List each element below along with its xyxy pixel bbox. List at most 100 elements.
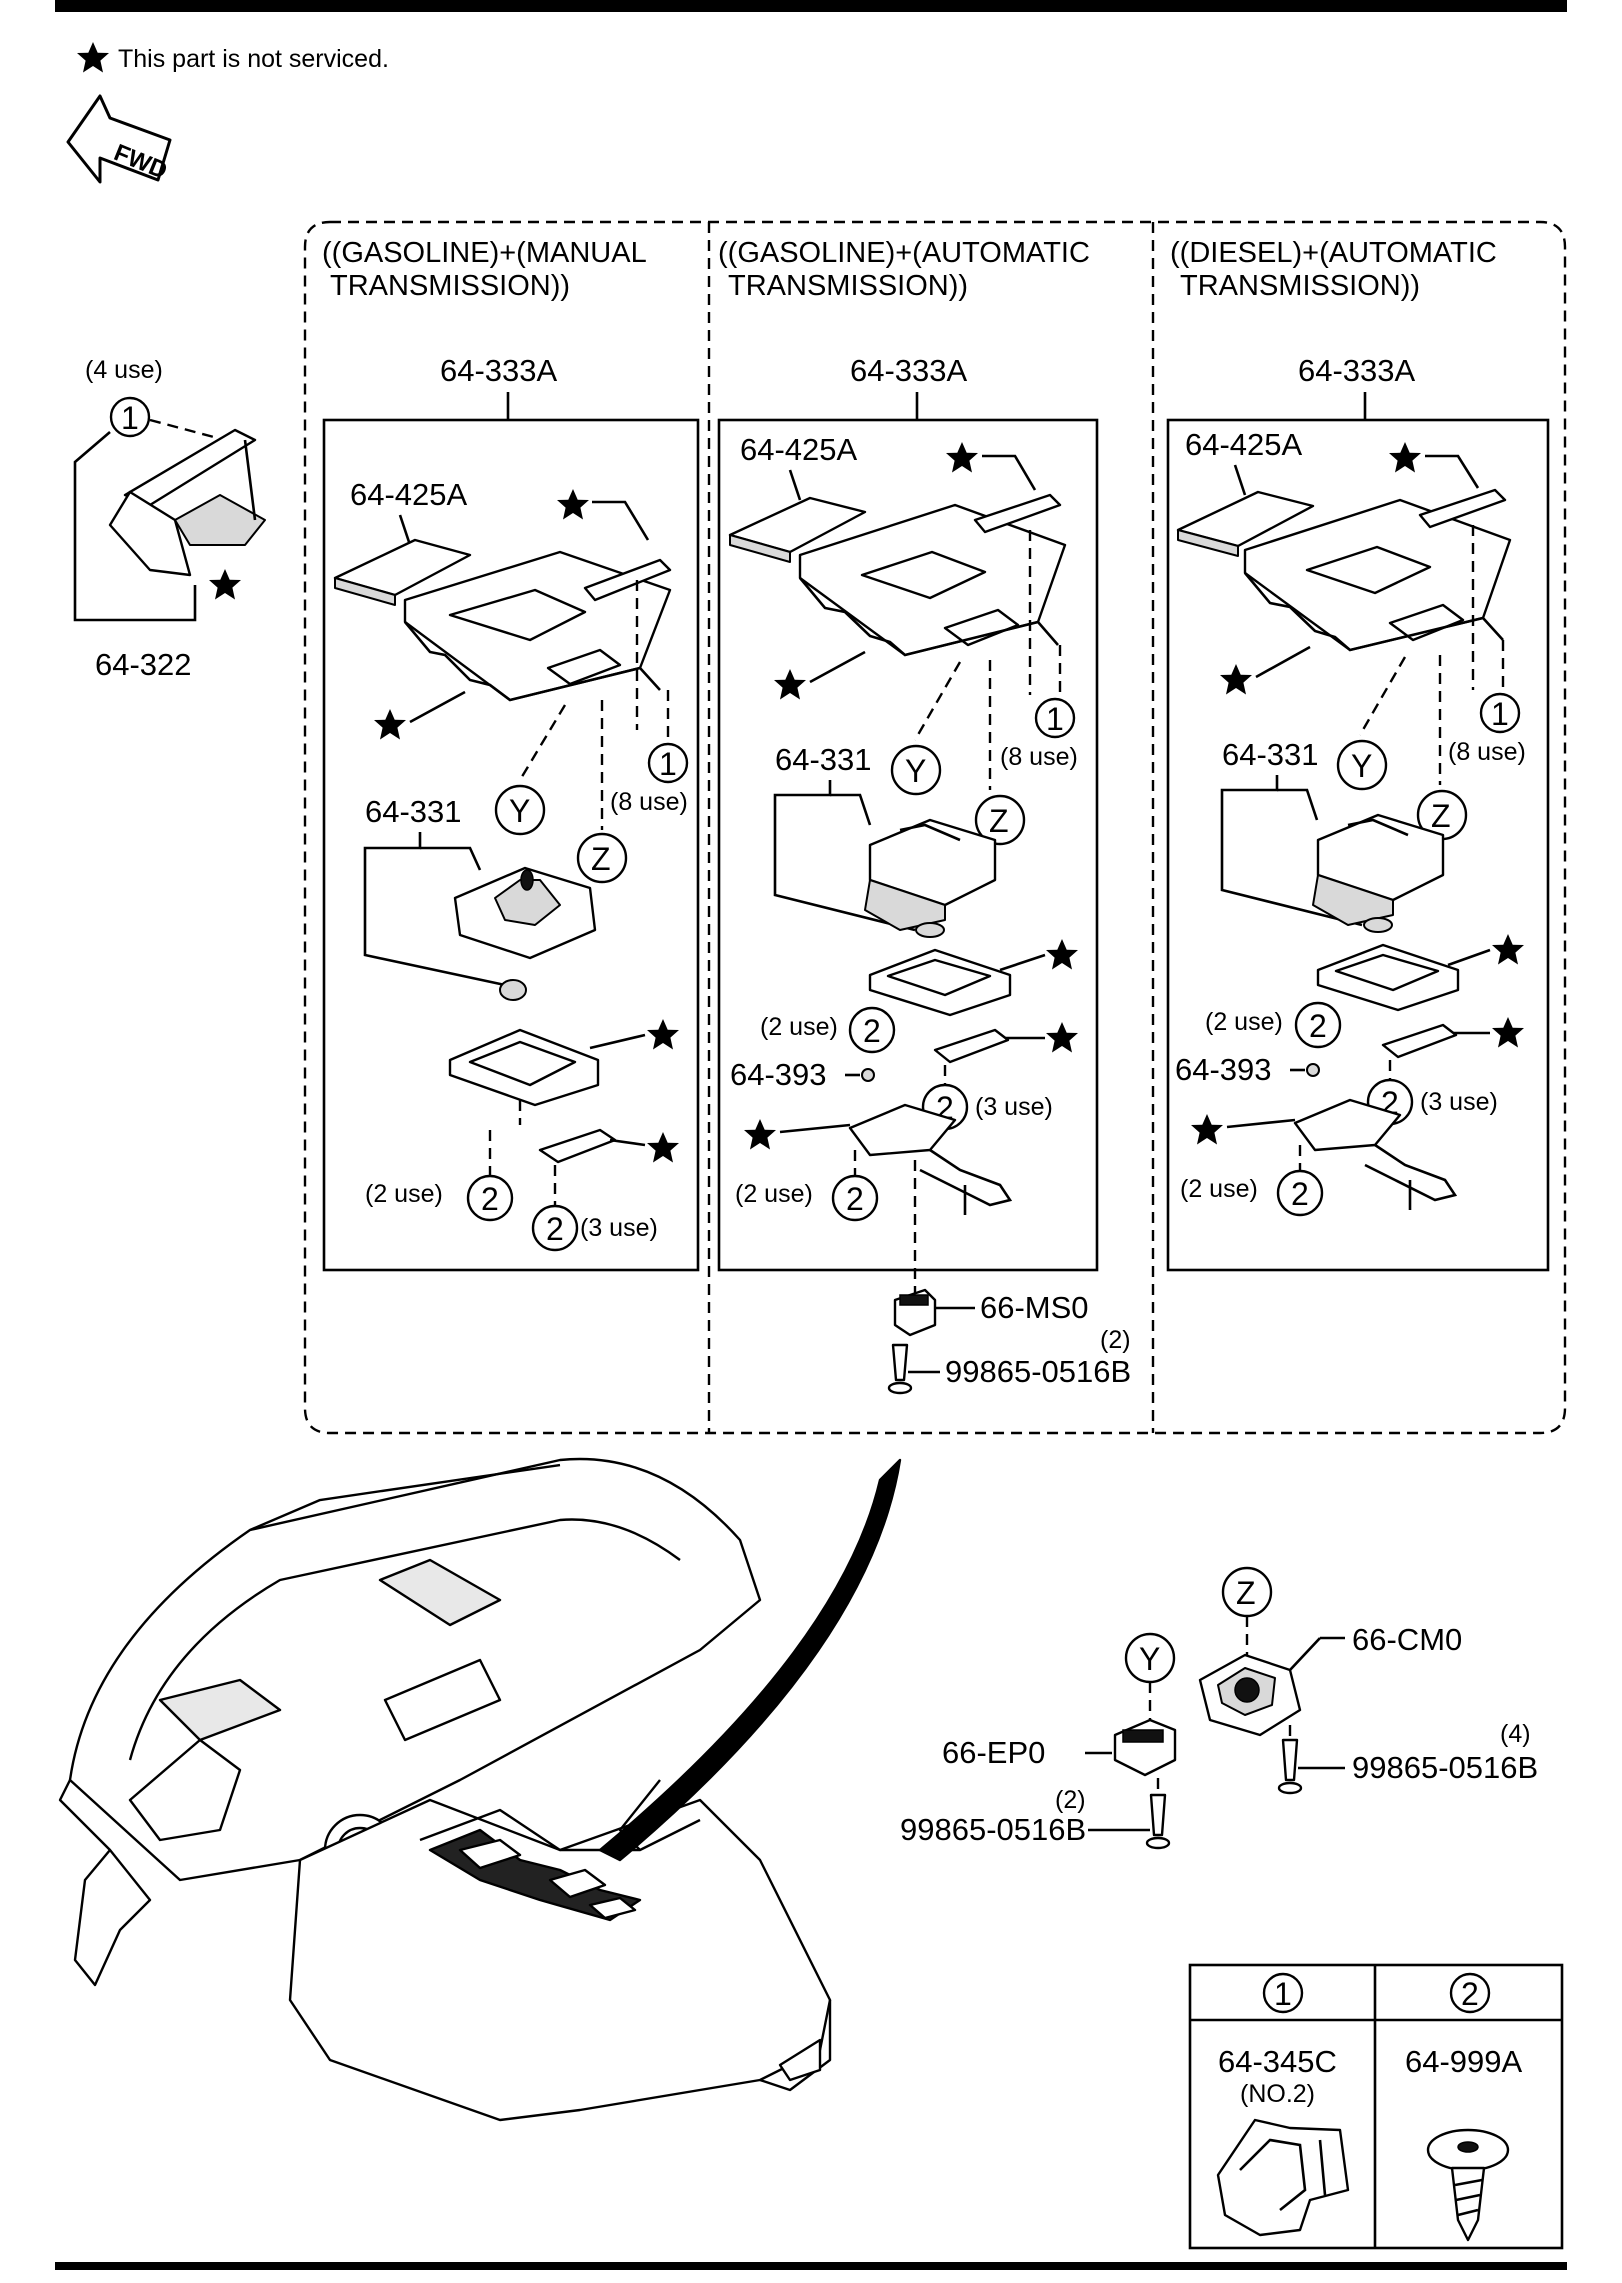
callout-one	[109, 396, 151, 438]
panel-gasoline-manual: ((GASOLINE)+(MANUAL TRANSMISSION)) 64-33…	[322, 237, 700, 1272]
panel-header-line2: TRANSMISSION))	[1180, 270, 1420, 302]
top-rule	[55, 0, 1567, 12]
screw-use-a: (2 use)	[1205, 1008, 1283, 1036]
trim-clip-strip	[973, 493, 1062, 534]
assembly-box	[717, 418, 1099, 1272]
knob-cap	[1306, 1063, 1320, 1077]
callout-two-label: 2	[863, 1013, 881, 1049]
panel-gasoline-automatic: ((GASOLINE)+(AUTOMATIC TRANSMISSION)) 64…	[717, 237, 1131, 1395]
star-icon	[647, 1132, 679, 1163]
assembly-number: 64-333A	[1298, 353, 1416, 388]
panel-header-line2: TRANSMISSION))	[728, 270, 968, 302]
shift-boot-number: 64-331	[775, 742, 872, 777]
legend-part-1: 64-345C	[1218, 2044, 1337, 2079]
star-icon	[774, 669, 806, 700]
variant-frame	[303, 220, 1567, 1435]
callout-two	[831, 1174, 879, 1222]
star-icon	[374, 709, 406, 740]
assembly-number: 64-333A	[440, 353, 558, 388]
legend-key-1-label: 1	[1274, 1976, 1292, 2012]
callout-z	[974, 794, 1026, 846]
legend-key-2-label: 2	[1461, 1976, 1479, 2012]
knob-cap	[861, 1068, 875, 1082]
star-icon	[1492, 934, 1524, 965]
commander-number: 66-CM0	[1352, 1622, 1462, 1657]
assembly-box	[1166, 418, 1550, 1272]
switch-qty: (2)	[1100, 1326, 1131, 1354]
callout-z-label: Z	[1236, 1575, 1256, 1611]
switch-screw: 99865-0516B	[945, 1354, 1131, 1389]
commander-screw: 99865-0516B	[1352, 1750, 1538, 1785]
callout-y-label: Y	[905, 753, 926, 789]
screw-use-c: (2 use)	[1180, 1175, 1258, 1203]
screw-use-b: (3 use)	[1420, 1088, 1498, 1116]
star-icon	[1389, 442, 1421, 473]
grommet	[499, 979, 527, 1001]
callout-one-label: 1	[659, 746, 677, 782]
callout-two-label: 2	[546, 1211, 564, 1247]
cover-number: 64-425A	[740, 432, 858, 467]
shift-boot-number: 64-331	[365, 794, 462, 829]
cover-number: 64-425A	[1185, 427, 1303, 462]
callout-two	[466, 1174, 514, 1222]
legend-part-2: 64-999A	[1405, 2044, 1523, 2079]
screw-use-a: (2 use)	[365, 1180, 443, 1208]
star-icon	[1220, 664, 1252, 695]
star-icon	[647, 1019, 679, 1050]
callout-y-label: Y	[509, 793, 530, 829]
clip-use-count: (8 use)	[1000, 743, 1078, 771]
callout-two-label: 2	[481, 1181, 499, 1217]
callout-one-label: 1	[1491, 696, 1509, 732]
cover-number: 64-425A	[350, 477, 468, 512]
epb-screw: 99865-0516B	[900, 1812, 1086, 1847]
callout-y-label: Y	[1351, 748, 1372, 784]
callout-z	[576, 832, 628, 884]
star-icon	[744, 1119, 776, 1150]
screw-use-a: (2 use)	[760, 1013, 838, 1041]
epb-qty: (2)	[1055, 1786, 1086, 1814]
star-icon	[946, 442, 978, 473]
callout-y-label: Y	[1139, 1641, 1160, 1677]
left-trim-part: (4 use) 1 64-322	[73, 356, 266, 682]
shift-boot-number: 64-331	[1222, 737, 1319, 772]
clip-use-count: (8 use)	[1448, 738, 1526, 766]
fwd-arrow-icon: FWD	[66, 94, 172, 185]
bottom-rule	[55, 2262, 1567, 2270]
assembly-box	[322, 418, 700, 1272]
grommet	[1363, 917, 1393, 933]
epb-number: 66-EP0	[942, 1735, 1045, 1770]
star-icon	[1046, 1022, 1078, 1053]
callout-two	[531, 1204, 579, 1252]
callout-y	[494, 784, 546, 836]
lower-parts: Z 66-CM0 (4) 99865-0516B Y 66-EP0 (2) 99…	[900, 1566, 1538, 1850]
panel-header-line1: ((GASOLINE)+(AUTOMATIC	[718, 237, 1090, 269]
callout-y	[1336, 739, 1388, 791]
callout-two-label: 2	[1309, 1008, 1327, 1044]
star-icon	[1492, 1017, 1524, 1048]
screw-use-b: (3 use)	[580, 1214, 658, 1242]
clip-use-count: (8 use)	[610, 788, 688, 816]
callout-one-label: 1	[121, 400, 139, 436]
star-icon	[1191, 1114, 1223, 1145]
callout-z-label: Z	[989, 803, 1009, 839]
callout-two	[848, 1006, 896, 1054]
callout-z-label: Z	[591, 841, 611, 877]
legend-part-1-sub: (NO.2)	[1240, 2080, 1315, 2108]
not-serviced-note: This part is not serviced.	[118, 45, 389, 73]
knob-number: 64-393	[1175, 1052, 1272, 1087]
legend-key-2	[1449, 1972, 1491, 2014]
legend-table: 1 2 64-345C (NO.2) 64-999A	[1188, 1963, 1564, 2250]
star-icon	[209, 569, 241, 600]
star-icon	[557, 489, 589, 520]
screw-use-b: (3 use)	[975, 1093, 1053, 1121]
callout-y	[890, 744, 942, 796]
callout-one	[1479, 692, 1521, 734]
callout-z-label: Z	[1431, 798, 1451, 834]
selector-panel	[848, 1103, 957, 1157]
epb-switch	[1113, 1718, 1177, 1777]
callout-one	[647, 742, 689, 784]
clip-icon	[1216, 2118, 1350, 2237]
callout-one-label: 1	[1046, 701, 1064, 737]
